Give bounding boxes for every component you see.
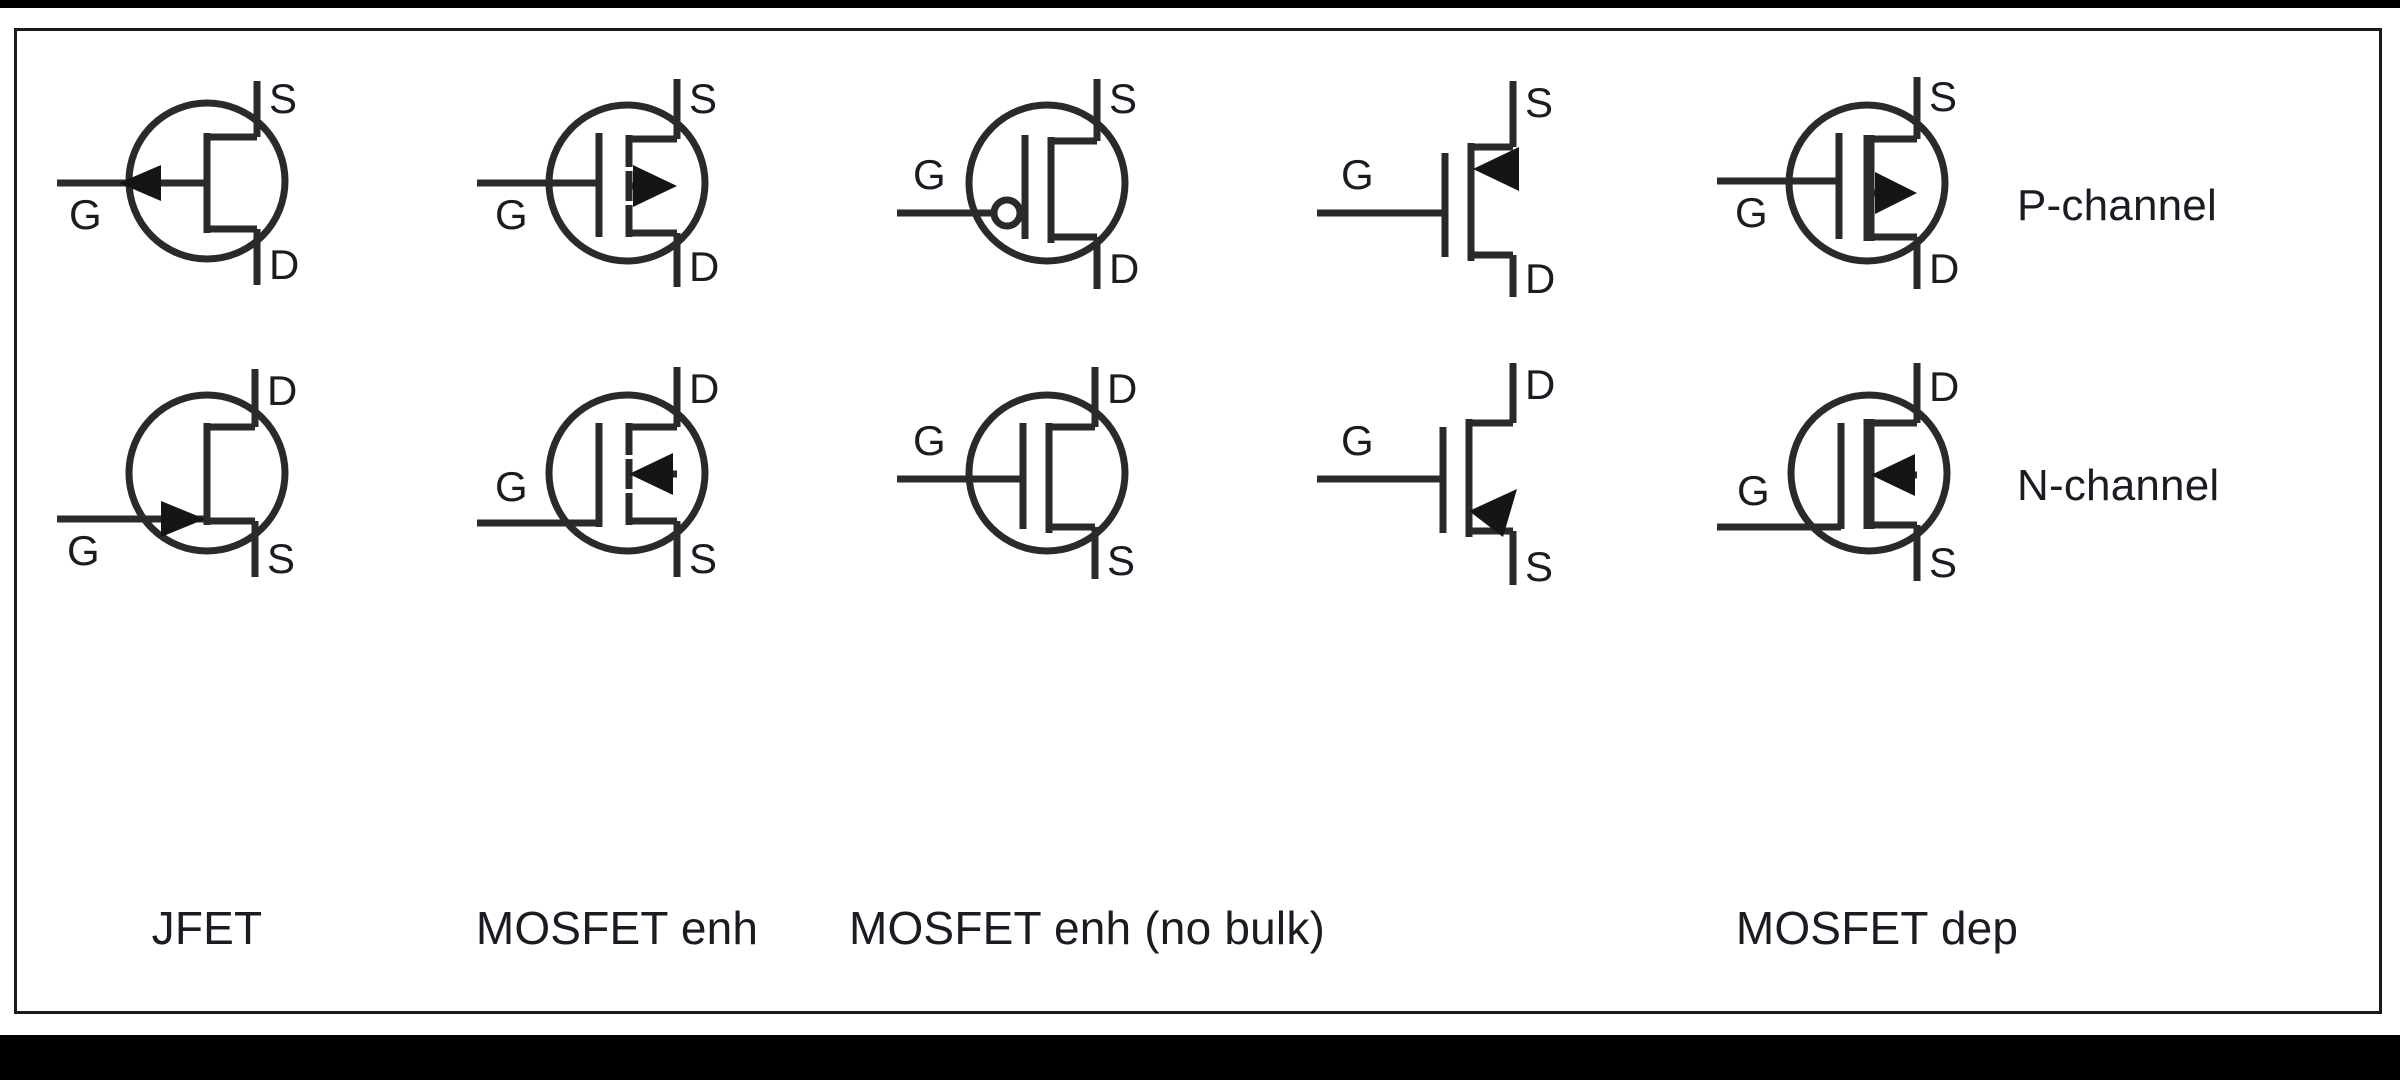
terminal-label-s: S [1109, 75, 1137, 122]
terminal-label-g: G [1735, 189, 1768, 236]
terminal-label-g: G [67, 527, 100, 574]
terminal-label-g: G [1341, 417, 1374, 464]
column-label-mosfet-enh: MOSFET enh [475, 902, 759, 954]
terminal-label-d: D [1525, 361, 1555, 408]
symbol-p-jfet: S D G [57, 61, 357, 301]
terminal-label-d: D [689, 365, 719, 412]
symbol-n-mosfet-enh-no-bulk: D S G [897, 361, 1197, 601]
terminal-label-s: S [267, 535, 295, 582]
row-label-p-channel: P-channel [2017, 181, 2217, 230]
symbol-n-jfet: D S G [57, 361, 357, 601]
bottom-black-band [0, 1035, 2400, 1080]
symbol-p-mosfet-enh: S D G [477, 61, 777, 301]
terminal-label-s: S [1929, 539, 1957, 586]
terminal-label-d: D [689, 243, 719, 290]
terminal-label-g: G [69, 191, 102, 238]
terminal-label-g: G [495, 191, 528, 238]
terminal-label-g: G [913, 151, 946, 198]
terminal-label-g: G [1341, 151, 1374, 198]
symbol-p-mosfet-dep: S D G [1717, 61, 2017, 301]
terminal-label-d: D [269, 241, 299, 288]
terminal-label-s: S [689, 535, 717, 582]
terminal-label-d: D [1109, 245, 1139, 292]
symbol-n-mosfet-dep: D S G [1717, 361, 2017, 601]
terminal-label-s: S [1525, 79, 1553, 126]
terminal-label-d: D [1929, 245, 1959, 292]
terminal-label-s: S [1525, 543, 1553, 590]
terminal-label-g: G [913, 417, 946, 464]
terminal-label-g: G [1737, 467, 1770, 514]
symbol-grid: S D G [17, 31, 2385, 1017]
terminal-label-g: G [495, 463, 528, 510]
terminal-label-s: S [1107, 537, 1135, 584]
terminal-label-s: S [689, 75, 717, 122]
symbol-p-mosfet-enh-plain: S D G [1317, 61, 1617, 302]
page-surface: S D G [0, 8, 2400, 1035]
column-label-jfet: JFET [151, 902, 263, 954]
row-label-n-channel: N-channel [2017, 461, 2220, 510]
figure-frame: S D G [14, 28, 2382, 1014]
terminal-label-d: D [1929, 363, 1959, 410]
terminal-label-d: D [1525, 255, 1555, 302]
terminal-label-d: D [267, 367, 297, 414]
column-label-mosfet-dep: MOSFET dep [1735, 902, 2019, 954]
terminal-label-s: S [1929, 73, 1957, 120]
symbol-n-mosfet-enh: D S G [477, 361, 777, 601]
terminal-label-d: D [1107, 365, 1137, 412]
symbol-p-mosfet-enh-no-bulk: S D G [897, 61, 1197, 301]
column-label-mosfet-enh-no-bulk: MOSFET enh (no bulk) [848, 902, 1326, 954]
top-black-band [0, 0, 2400, 8]
symbol-n-mosfet-enh-plain: D S G [1317, 361, 1617, 601]
terminal-label-s: S [269, 75, 297, 122]
